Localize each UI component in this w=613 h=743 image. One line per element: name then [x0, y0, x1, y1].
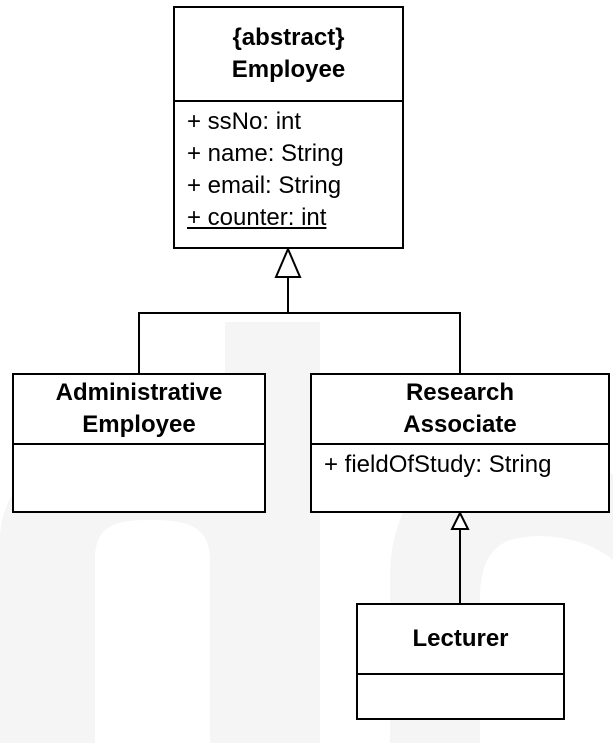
generalization-arrowhead-research-associate: [450, 510, 470, 530]
class-research-associate-header: Research Associate: [312, 375, 608, 445]
class-research-associate-attributes: + fieldOfStudy: String: [312, 445, 608, 481]
class-employee[interactable]: {abstract} Employee + ssNo: int + name: …: [173, 6, 404, 249]
class-administrative-employee-header: Administrative Employee: [14, 375, 264, 445]
attribute-field-of-study: + fieldOfStudy: String: [324, 451, 552, 478]
class-research-associate-name-line1: Research: [405, 379, 515, 406]
class-employee-attributes: + ssNo: int + name: String + email: Stri…: [175, 102, 402, 234]
class-administrative-employee-name-line2: Employee: [82, 411, 196, 438]
class-administrative-employee-attributes: [14, 445, 264, 449]
attribute-ssno: + ssNo: int: [187, 108, 302, 135]
attribute-name: + name: String: [187, 140, 344, 167]
class-employee-name: Employee: [231, 56, 346, 83]
class-research-associate-name-line2: Associate: [403, 411, 517, 438]
class-lecturer-name: Lecturer: [412, 625, 509, 652]
generalization-line-research-associate: [288, 312, 461, 373]
generalization-arrowhead-employee: [274, 246, 302, 278]
class-lecturer-attributes: [358, 675, 563, 679]
class-employee-stereotype: {abstract}: [232, 24, 345, 51]
class-employee-header: {abstract} Employee: [175, 8, 402, 102]
class-administrative-employee[interactable]: Administrative Employee: [12, 373, 266, 513]
generalization-line-administrative-employee: [138, 277, 289, 373]
class-administrative-employee-name-line1: Administrative: [55, 379, 223, 406]
class-lecturer-header: Lecturer: [358, 605, 563, 675]
class-lecturer[interactable]: Lecturer: [356, 603, 565, 720]
attribute-counter-static: + counter: int: [187, 204, 327, 231]
class-research-associate[interactable]: Research Associate + fieldOfStudy: Strin…: [310, 373, 610, 513]
attribute-email: + email: String: [187, 172, 342, 199]
